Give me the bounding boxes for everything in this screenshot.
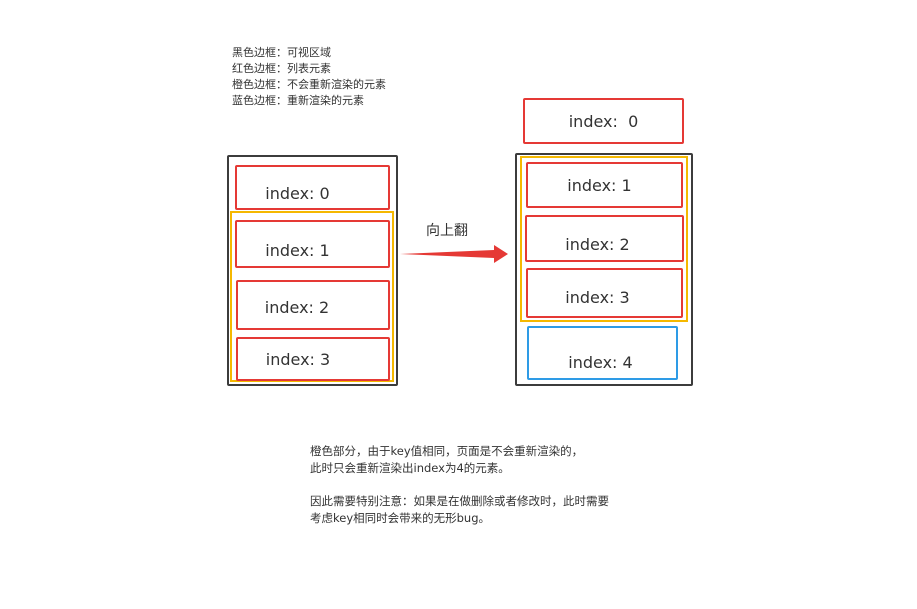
- item-label: index: 2: [264, 297, 330, 317]
- left-list-item: index: 2: [236, 280, 390, 330]
- left-list-item: index: 1: [235, 220, 390, 268]
- note-line: 此时只会重新渲染出index为4的元素。: [310, 461, 510, 475]
- left-unchanged-region: [230, 211, 394, 382]
- item-label: index: 1: [265, 240, 330, 260]
- scroll-arrow: [400, 245, 508, 263]
- right-list-item: index: 1: [526, 162, 683, 208]
- note-line: 考虑key相同时会带来的无形bug。: [310, 511, 491, 525]
- right-list-item: index: 3: [526, 268, 683, 318]
- item-label: index: 3: [265, 349, 331, 369]
- item-label: index: 4: [568, 352, 633, 372]
- legend-rerendered: 蓝色边框：重新渲染的元素: [232, 94, 364, 107]
- left-viewport-frame: [227, 155, 398, 386]
- right-unchanged-region: [520, 156, 688, 322]
- item-label: index: 0: [265, 184, 330, 203]
- left-list-item: index: 0: [235, 165, 390, 210]
- item-label: index: 2: [565, 235, 630, 254]
- legend-list-element: 红色边框：列表元素: [232, 62, 331, 75]
- legend-viewport: 黑色边框：可视区域: [232, 46, 331, 59]
- right-rerendered-item: index: 4: [527, 326, 678, 380]
- item-label: index: 1: [567, 175, 632, 195]
- arrow-shape: [400, 245, 508, 263]
- legend-not-rerendered: 橙色边框：不会重新渲染的元素: [232, 78, 386, 91]
- right-list-item: index: 2: [525, 215, 684, 262]
- scroll-up-label: 向上翻: [426, 223, 468, 239]
- left-list-item: index: 3: [236, 337, 390, 381]
- right-scrolled-out-item: index: 0: [523, 98, 684, 144]
- item-label: index: 3: [565, 287, 630, 307]
- note-line: 因此需要特别注意：如果是在做删除或者修改时，此时需要: [310, 494, 609, 508]
- note-line: 橙色部分，由于key值相同，页面是不会重新渲染的，: [310, 444, 584, 458]
- right-viewport-frame: [515, 153, 693, 386]
- item-label: index: 0: [568, 111, 639, 131]
